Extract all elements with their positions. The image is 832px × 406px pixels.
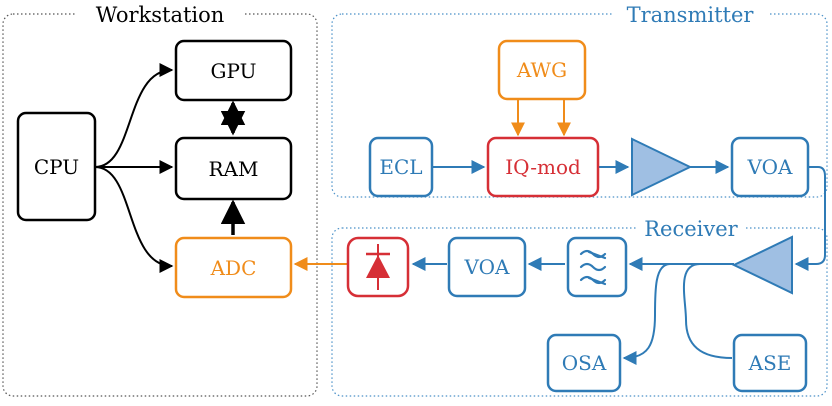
transmitter-group: Transmitter <box>331 2 828 198</box>
cpu-label: CPU <box>34 155 79 179</box>
iqmod-label: IQ-mod <box>505 155 581 179</box>
osa-label: OSA <box>562 351 607 375</box>
awg-block: AWG <box>497 39 587 101</box>
cpu-block: CPU <box>16 111 97 222</box>
ase-block: ASE <box>732 333 808 393</box>
adc-block: ADC <box>174 236 293 299</box>
triangle-amplifier-icon <box>631 137 693 197</box>
workstation-group: Workstation <box>2 2 318 397</box>
receiver-links <box>293 257 734 365</box>
ecl-label: ECL <box>379 155 422 179</box>
osa-coupler-link <box>622 263 671 365</box>
filter-block <box>566 236 628 298</box>
ram-label: RAM <box>209 157 259 181</box>
voa-tx-block: VOA <box>730 136 810 198</box>
transmitter-title: Transmitter <box>627 3 755 27</box>
transmitter-links <box>432 100 826 271</box>
cpu-to-adc-arrow <box>94 166 174 273</box>
ecl-block: ECL <box>368 136 434 198</box>
ram-block: RAM <box>174 136 293 201</box>
gpu-block: GPU <box>174 39 293 102</box>
ase-coupler-link <box>683 263 733 359</box>
rx-amplifier <box>731 235 793 295</box>
voa-tx-label: VOA <box>747 155 793 179</box>
adc-label: ADC <box>210 256 257 280</box>
cpu-to-gpu-arrow <box>94 63 174 168</box>
voa-rx-block: VOA <box>447 236 527 298</box>
workstation-title: Workstation <box>96 3 225 27</box>
voa-rx-label: VOA <box>464 255 510 279</box>
photodiode-block <box>346 236 410 298</box>
iqmod-block: IQ-mod <box>486 136 600 198</box>
ase-label: ASE <box>748 351 792 375</box>
photodiode-icon <box>366 244 390 290</box>
receiver-title: Receiver <box>644 217 738 241</box>
voa-to-rx-amp-link <box>794 166 826 271</box>
triangle-amplifier-icon <box>731 235 793 295</box>
receiver-group: Receiver <box>331 216 828 397</box>
gpu-label: GPU <box>211 59 257 83</box>
awg-label: AWG <box>516 58 567 82</box>
tx-amplifier <box>631 137 693 197</box>
workstation-links <box>94 63 246 273</box>
bandpass-filter-icon <box>579 249 607 286</box>
osa-block: OSA <box>546 333 622 393</box>
